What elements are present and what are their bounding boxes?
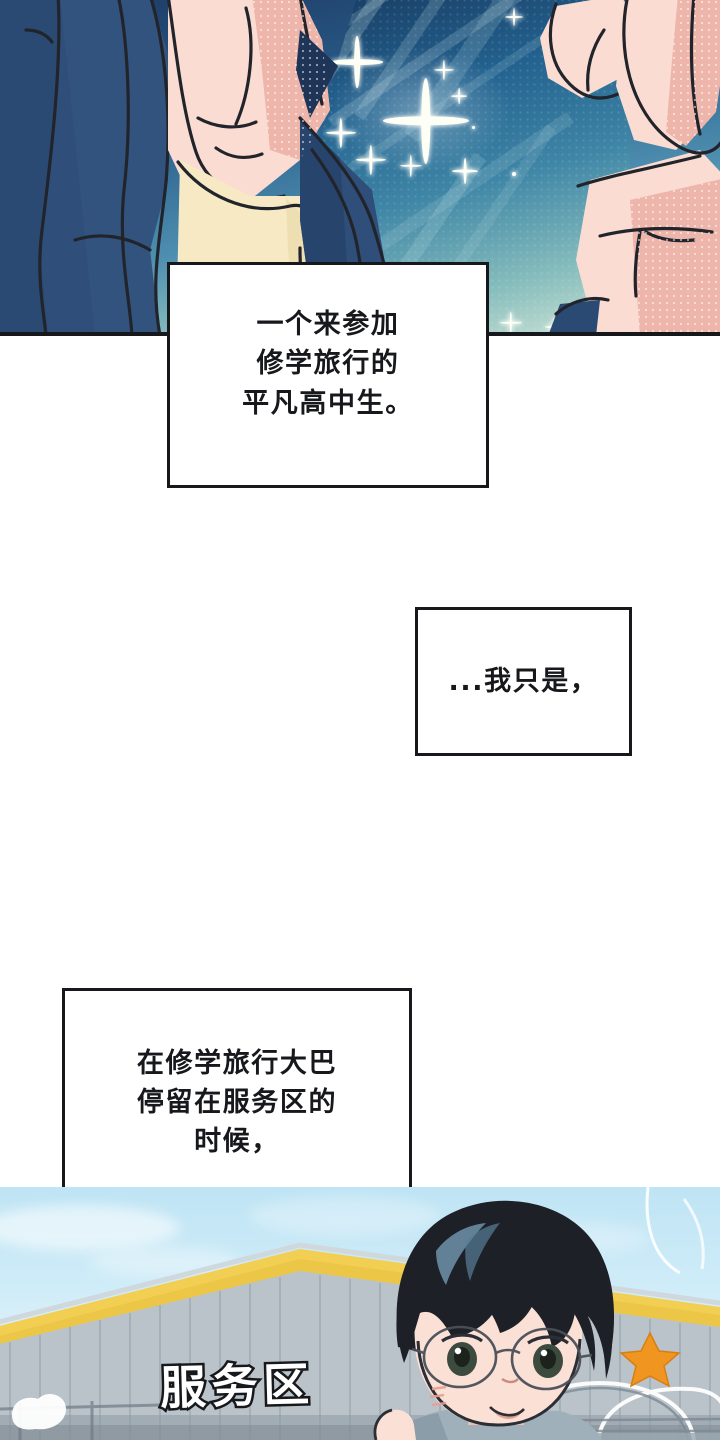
narration-box-3-text: 在修学旅行大巴 停留在服务区的 时候， [136,1047,338,1158]
narration-box-1-text: 一个来参加 修学旅行的 平凡高中生。 [242,309,414,419]
bottom-panel: 服务区 [0,1187,720,1440]
star-icon [619,1331,681,1388]
service-area-sign-text: 服务区 [157,1354,318,1417]
sparkle-dot-icon [512,172,516,176]
cloud-shape [0,1205,180,1251]
cloud-shape [250,1197,440,1235]
sparkle-dot-icon [472,126,475,129]
narration-box-1: 一个来参加 修学旅行的 平凡高中生。 [167,262,489,488]
narration-box-2-text: ...我只是， [448,665,599,697]
narration-box-2: ...我只是， [415,607,632,756]
service-area-scene [0,1187,720,1440]
figure-artwork [0,0,720,336]
